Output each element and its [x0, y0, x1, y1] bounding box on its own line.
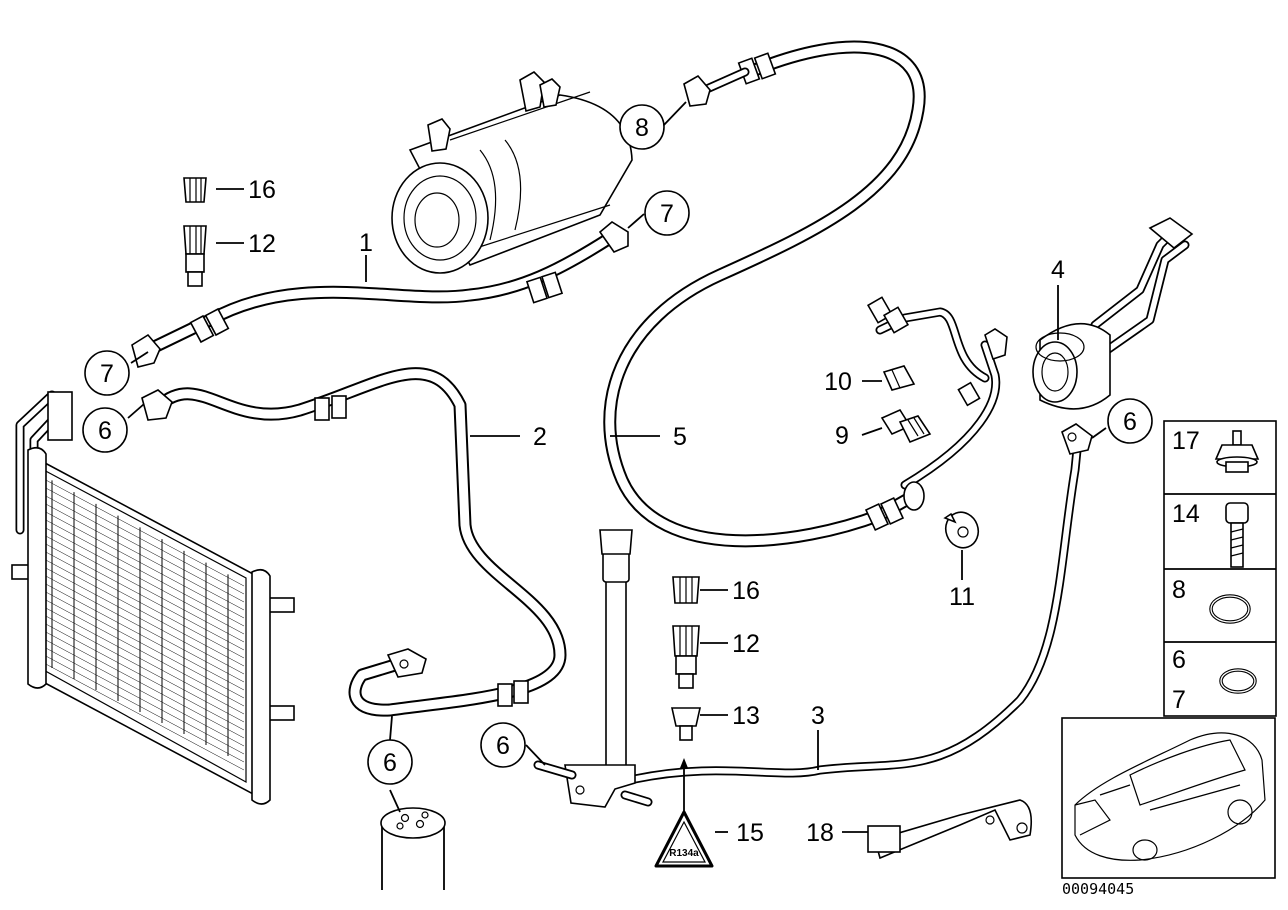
condenser-tube-line — [41, 493, 245, 603]
valve-12-top — [183, 225, 207, 287]
condenser-tube-line — [41, 509, 245, 619]
condenser-tube-line — [41, 653, 245, 763]
callout-6-left: 6 — [98, 417, 112, 445]
compressor — [391, 71, 633, 274]
condenser-fins — [41, 477, 245, 771]
cap-16-top — [183, 177, 207, 203]
condenser-tube-line — [41, 629, 245, 739]
condenser-tube-line — [41, 549, 245, 659]
callout-12-lower: 12 — [732, 630, 760, 658]
grommet-11 — [943, 511, 980, 549]
callout-12-top: 12 — [248, 230, 276, 258]
callout-2: 2 — [533, 423, 547, 451]
fitting-9 — [880, 408, 932, 444]
stud-icon — [1214, 430, 1260, 473]
service-pipe — [866, 296, 1008, 511]
condenser-tube-line — [41, 573, 245, 683]
condenser-tube-line — [41, 613, 245, 723]
pressure-sensor — [671, 707, 701, 741]
diagram-code: 00094045 — [1062, 880, 1134, 898]
callout-11: 11 — [949, 583, 975, 611]
legend-label-4a: 6 — [1172, 646, 1186, 674]
callout-15: 15 — [736, 819, 764, 847]
callout-5: 5 — [673, 423, 687, 451]
callout-7-left: 7 — [100, 360, 114, 388]
callout-6-block: 6 — [496, 732, 510, 760]
condenser-tube-line — [41, 501, 245, 611]
condenser-tube-line — [41, 589, 245, 699]
condenser-tube-line — [41, 541, 245, 651]
legend-label-4b: 7 — [1172, 686, 1186, 714]
condenser-tube-line — [41, 597, 245, 707]
expansion-valve — [1032, 217, 1194, 410]
condenser-tube-line — [41, 557, 245, 667]
hose-1 — [131, 221, 629, 368]
condenser-tube-line — [41, 605, 245, 715]
condenser-tube-line — [41, 637, 245, 747]
condenser-tube-line — [41, 621, 245, 731]
callout-10: 10 — [824, 368, 852, 396]
callout-7-top: 7 — [660, 200, 674, 228]
callout-3: 3 — [811, 702, 825, 730]
callout-labels: 1 2 3 4 5 6 6 6 6 7 7 8 9 10 11 12 12 13… — [98, 114, 1137, 847]
callout-8: 8 — [635, 114, 649, 142]
screw-icon — [1225, 502, 1249, 568]
warning-triangle-icon: R134a — [654, 758, 714, 868]
legend-label-2: 14 — [1172, 500, 1200, 528]
callout-4: 4 — [1051, 256, 1065, 284]
circled-callouts — [82, 104, 1153, 785]
condenser-tube-line — [41, 565, 245, 675]
car-thumbnail-icon — [1061, 717, 1276, 879]
bracket — [867, 799, 1033, 860]
hose-2 — [141, 367, 567, 717]
condenser-tube-line — [41, 661, 245, 771]
condenser-tube-line — [41, 485, 245, 595]
dryer — [380, 807, 446, 890]
nut-10 — [882, 365, 916, 391]
legend: 17 14 8 6 7 — [1163, 420, 1277, 717]
callout-1: 1 — [359, 229, 373, 257]
hose-5 — [603, 40, 926, 548]
condenser-tube-line — [41, 533, 245, 643]
condenser-tube-line — [41, 477, 245, 587]
leader-lines — [127, 101, 1107, 833]
callout-6-right: 6 — [1123, 408, 1137, 436]
condenser-tube-line — [41, 517, 245, 627]
legend-label-3: 8 — [1172, 576, 1186, 604]
warning-triangle-text: R134a — [669, 848, 699, 859]
condenser — [11, 390, 295, 805]
cap-16-lower — [672, 576, 700, 604]
callout-13: 13 — [732, 702, 760, 730]
callout-9: 9 — [835, 422, 849, 450]
hose-3 — [533, 423, 1093, 808]
condenser-tube-line — [41, 525, 245, 635]
condenser-tube-line — [41, 645, 245, 755]
legend-label-1: 17 — [1172, 427, 1200, 455]
callout-6-dryer: 6 — [383, 749, 397, 777]
callout-18: 18 — [806, 819, 834, 847]
condenser-tube-line — [41, 581, 245, 691]
callout-16-lower: 16 — [732, 577, 760, 605]
callout-16-top: 16 — [248, 176, 276, 204]
valve-12-lower — [672, 625, 700, 689]
